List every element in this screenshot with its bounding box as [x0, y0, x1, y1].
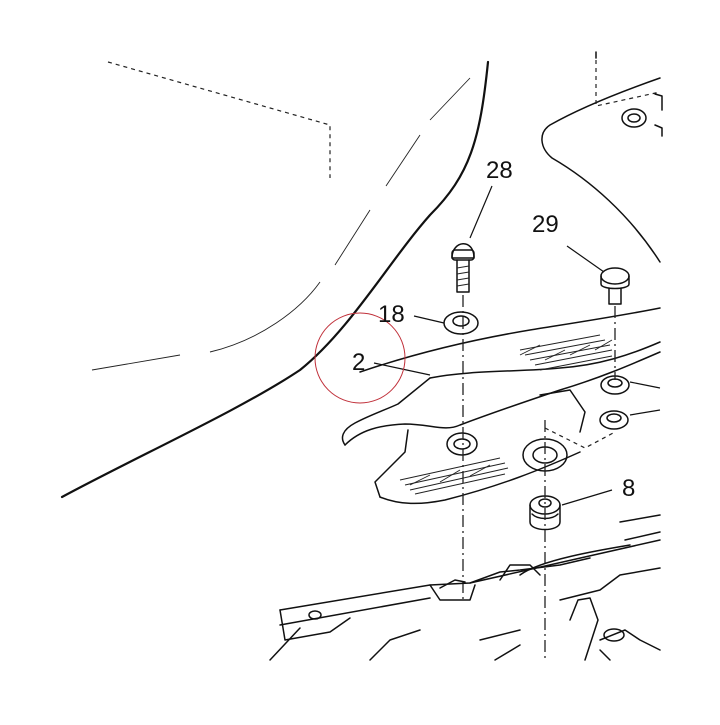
callout-29-label: 29: [532, 211, 559, 238]
right-washers: [599, 375, 661, 430]
background-body-outline: [60, 60, 490, 499]
callout-18-label: 18: [378, 301, 405, 328]
mudguard-part: [341, 307, 661, 505]
highlight-circle: [314, 312, 406, 404]
leader-lines: [373, 185, 613, 506]
washer-18: [443, 311, 479, 335]
hatched-surface: [399, 334, 613, 495]
callout-8-label: 8: [622, 475, 635, 502]
upper-right-panel: [541, 51, 663, 263]
screw-29: [600, 267, 630, 305]
assembly-axes: [462, 295, 616, 660]
lower-frame: [269, 514, 661, 661]
callout-28-label: 28: [486, 157, 513, 184]
bolt-28: [451, 243, 475, 293]
callout-2-label: 2: [352, 349, 365, 376]
mount-hole: [446, 432, 478, 456]
